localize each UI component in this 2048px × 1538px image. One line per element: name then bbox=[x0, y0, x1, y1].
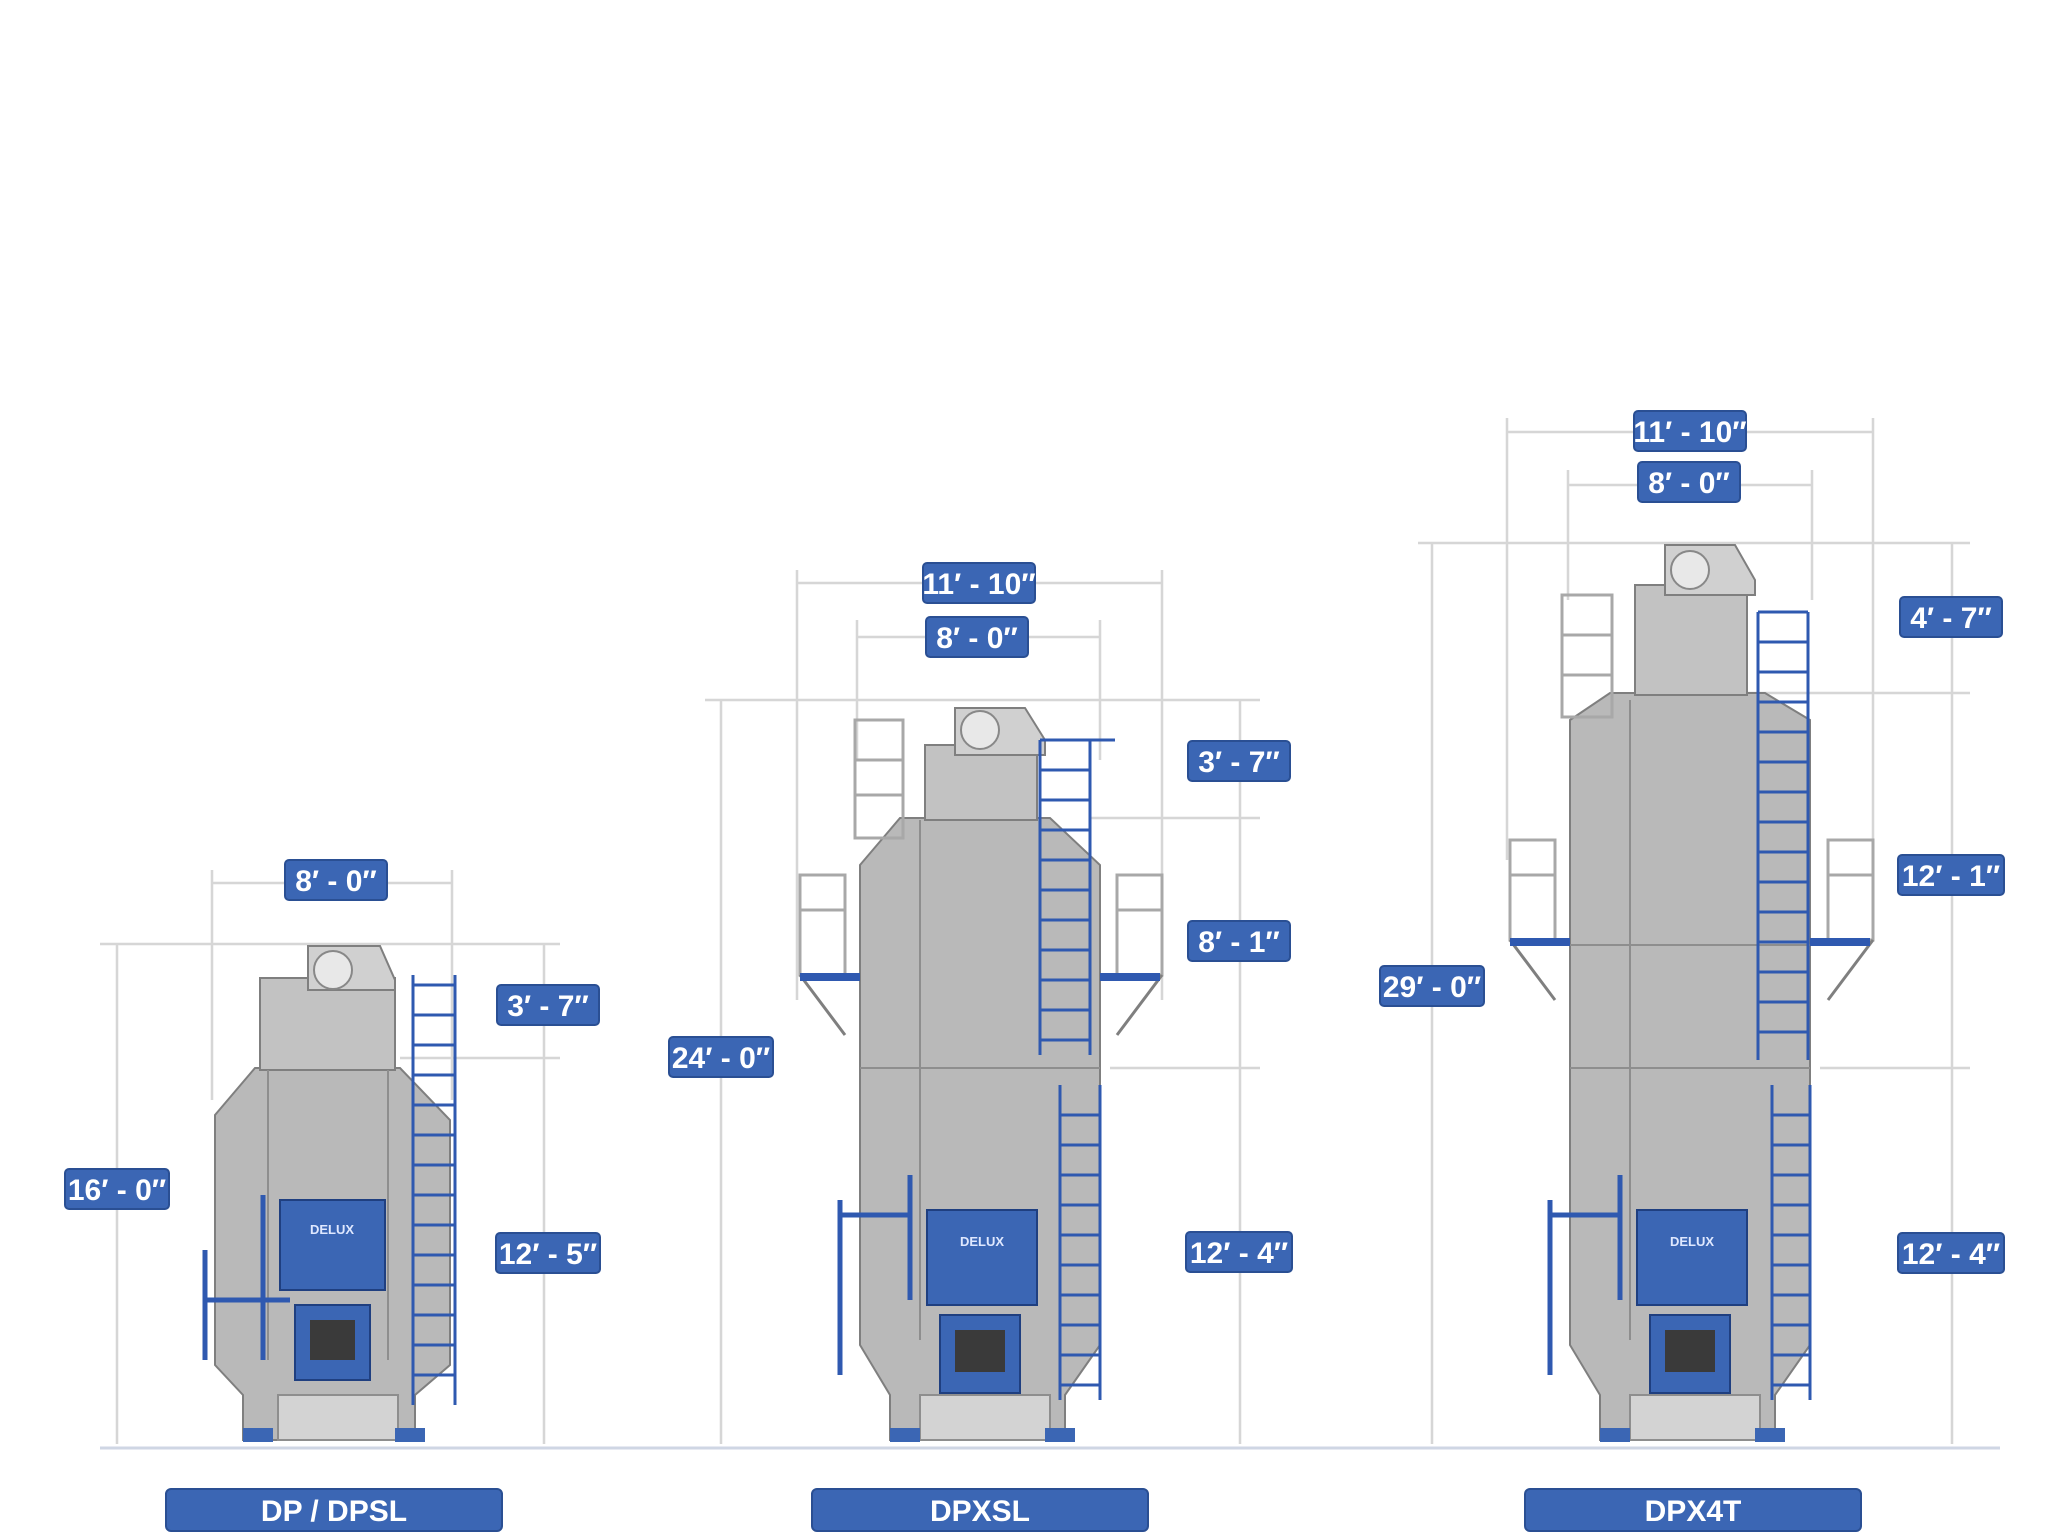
dim-label-box bbox=[668, 1036, 774, 1078]
dryer-model-dpxsl: DELUX bbox=[668, 562, 1293, 1532]
dim-width-outer: 11′ - 10″ bbox=[922, 568, 1035, 601]
dryer-body: DELUX bbox=[798, 707, 1164, 1442]
dim-label-box bbox=[1897, 854, 2005, 896]
dim-label-box bbox=[64, 1168, 170, 1210]
panel-brand-text: DELUX bbox=[310, 1222, 354, 1237]
dim-height-mid: 8′ - 1″ bbox=[1198, 926, 1280, 959]
dryer-model-dpx4t: DELUX bbox=[1379, 410, 2005, 1532]
dim-height-top: 3′ - 7″ bbox=[507, 990, 589, 1023]
dim-label-box bbox=[1379, 965, 1485, 1007]
dim-width-inner: 8′ - 0″ bbox=[1648, 467, 1730, 500]
dim-label-box bbox=[1187, 740, 1291, 782]
dim-height-total: 16′ - 0″ bbox=[68, 1174, 166, 1207]
model-label-box bbox=[1524, 1488, 1862, 1532]
panel-brand-text: DELUX bbox=[960, 1234, 1004, 1249]
dim-height-top: 3′ - 7″ bbox=[1198, 746, 1280, 779]
dryer-model-dp-dpsl: DELUX bbox=[64, 859, 601, 1532]
dim-height-total: 29′ - 0″ bbox=[1383, 971, 1481, 1004]
dim-height-bottom: 12′ - 4″ bbox=[1190, 1237, 1288, 1270]
dim-width-inner: 8′ - 0″ bbox=[936, 622, 1018, 655]
dim-label-box bbox=[1187, 920, 1291, 962]
dimension-lines bbox=[1418, 418, 1970, 1444]
dim-label-box bbox=[496, 984, 600, 1026]
dryer-body: DELUX bbox=[1508, 544, 1875, 1442]
dim-label-box bbox=[925, 616, 1029, 658]
model-label: DPX4T bbox=[1645, 1495, 1742, 1528]
dim-height-top: 4′ - 7″ bbox=[1910, 602, 1992, 635]
dim-label-box bbox=[1633, 410, 1747, 452]
dim-label-box bbox=[495, 1232, 601, 1274]
dryer-body: DELUX bbox=[202, 945, 457, 1442]
dim-label-box bbox=[1897, 1232, 2005, 1274]
dim-label-box bbox=[922, 562, 1036, 604]
dim-label-box bbox=[1899, 596, 2003, 638]
dim-label-box bbox=[284, 859, 388, 901]
dim-height-mid: 12′ - 1″ bbox=[1902, 860, 2000, 893]
dim-label-box bbox=[1185, 1231, 1293, 1273]
model-label-box bbox=[811, 1488, 1149, 1532]
model-label-box bbox=[165, 1488, 503, 1532]
model-label: DP / DPSL bbox=[261, 1495, 407, 1528]
model-label: DPXSL bbox=[930, 1495, 1030, 1528]
dim-height-total: 24′ - 0″ bbox=[672, 1042, 770, 1075]
dim-width-inner: 8′ - 0″ bbox=[295, 865, 377, 898]
dim-height-bottom: 12′ - 5″ bbox=[499, 1238, 597, 1271]
dim-width-outer: 11′ - 10″ bbox=[1633, 416, 1746, 449]
dim-height-bottom: 12′ - 4″ bbox=[1902, 1238, 2000, 1271]
panel-brand-text: DELUX bbox=[1670, 1234, 1714, 1249]
dim-label-box bbox=[1637, 461, 1741, 503]
